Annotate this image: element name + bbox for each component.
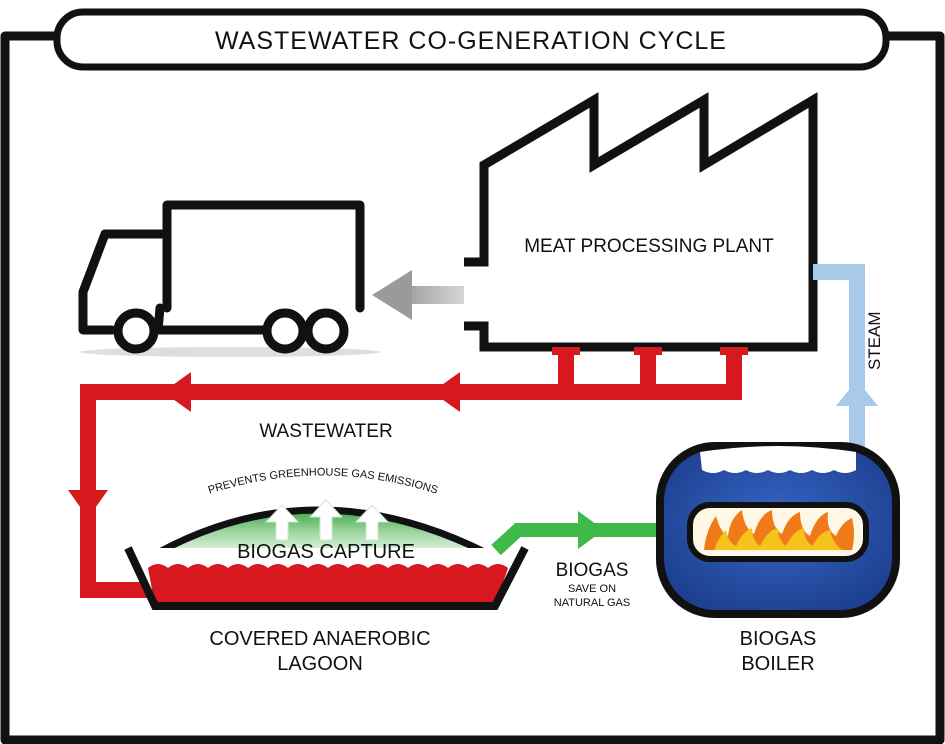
truck-icon xyxy=(78,200,380,357)
biogas-flow xyxy=(491,523,700,556)
factory-icon: MEAT PROCESSING PLANT xyxy=(464,92,818,352)
lagoon-cover-icon: BIOGAS CAPTURE PREVENTS GREENHOUSE GAS E… xyxy=(124,466,529,610)
lagoon-label-line1: COVERED ANAEROBIC xyxy=(209,628,430,650)
steam-flow xyxy=(813,264,865,450)
lagoon-note-text: PREVENTS GREENHOUSE GAS EMISSIONS xyxy=(207,466,440,496)
biogas-rise-arrows xyxy=(264,499,390,541)
steam-label: STEAM xyxy=(865,311,884,370)
lagoon-note: PREVENTS GREENHOUSE GAS EMISSIONS xyxy=(207,466,440,496)
outer-frame xyxy=(0,31,945,744)
boiler-label-line2: BOILER xyxy=(741,653,814,675)
biogas-label: BIOGAS xyxy=(556,560,629,581)
plant-label: MEAT PROCESSING PLANT xyxy=(524,236,774,257)
wastewater-pipe-caps xyxy=(552,347,748,355)
wastewater-arrows xyxy=(68,372,460,518)
steam-arrow xyxy=(836,380,878,406)
biogas-note-line2: NATURAL GAS xyxy=(554,597,630,609)
diagram-title: WASTEWATER CO-GENERATION CYCLE xyxy=(215,27,727,55)
biogas-capture-label: BIOGAS CAPTURE xyxy=(237,541,415,563)
lagoon-label-line2: LAGOON xyxy=(277,653,363,675)
title-banner: WASTEWATER CO-GENERATION CYCLE xyxy=(53,8,890,71)
biogas-arrow xyxy=(578,511,604,549)
boiler-icon xyxy=(656,442,900,618)
wastewater-label: WASTEWATER xyxy=(259,421,392,442)
flame-icon xyxy=(704,510,854,550)
biogas-note-line1: SAVE ON xyxy=(568,583,616,595)
boiler-label-line1: BIOGAS xyxy=(740,628,817,650)
